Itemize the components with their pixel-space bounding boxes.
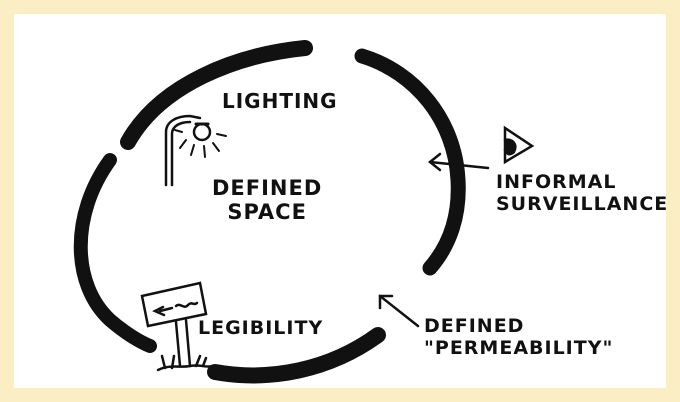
informal-surveillance-label: INFORMAL SURVEILLANCE bbox=[496, 171, 669, 216]
legibility-label: LEGIBILITY bbox=[198, 317, 324, 339]
eye-icon bbox=[503, 125, 535, 165]
permeability-arrow bbox=[378, 294, 420, 328]
boundary-segment-bottom bbox=[207, 327, 386, 384]
defined-permeability-label: DEFINED "PERMEABILITY" bbox=[424, 315, 614, 360]
defined-space-line-2: SPACE bbox=[227, 200, 307, 225]
surveillance-arrow bbox=[427, 152, 490, 172]
signpost-icon bbox=[140, 281, 214, 372]
lighting-label: LIGHTING bbox=[222, 89, 338, 113]
informal-surveillance-line-1: INFORMAL bbox=[496, 171, 617, 193]
boundary-segment-top bbox=[120, 40, 313, 150]
defined-permeability-line-2: "PERMEABILITY" bbox=[424, 336, 614, 359]
boundary-segment-left bbox=[73, 153, 157, 353]
defined-permeability-line-1: DEFINED bbox=[424, 315, 525, 337]
street-lamp-icon bbox=[164, 114, 227, 187]
defined-space-label: DEFINED SPACE bbox=[212, 176, 322, 224]
informal-surveillance-line-2: SURVEILLANCE bbox=[496, 192, 669, 215]
boundary-segment-top-right bbox=[354, 48, 466, 276]
defined-space-line-1: DEFINED bbox=[212, 176, 323, 200]
